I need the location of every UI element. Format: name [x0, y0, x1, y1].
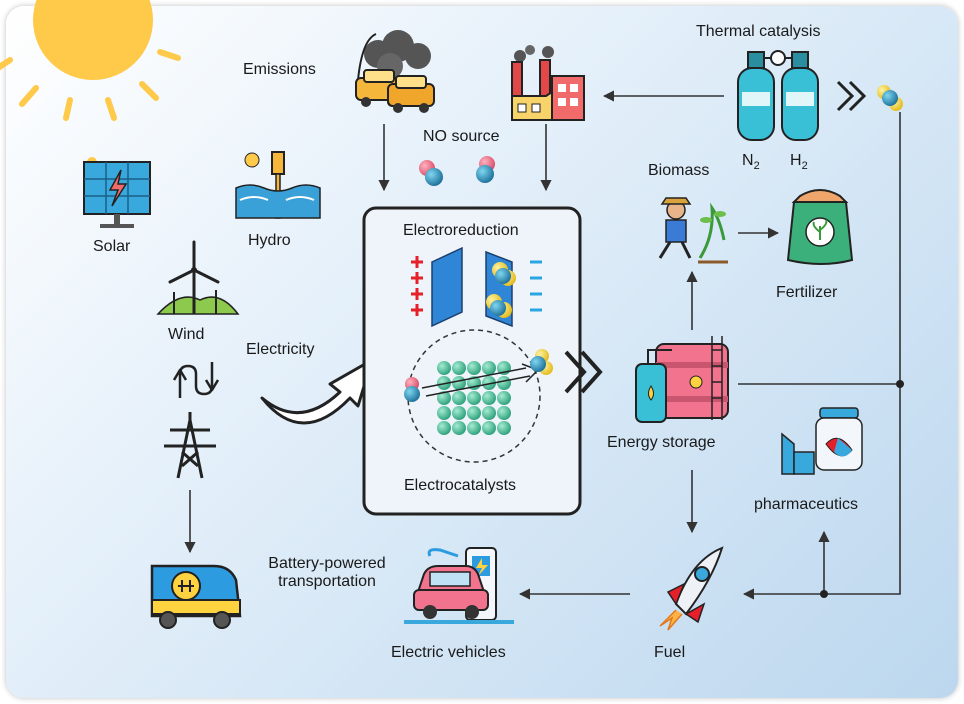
biomass-farmer-icon [658, 197, 728, 264]
catalyst-atom [452, 361, 466, 375]
catalyst-atom [497, 376, 511, 390]
gas-cylinders-icon [737, 50, 819, 141]
catalyst-atom [482, 391, 496, 405]
label-energy-storage: Energy storage [607, 434, 716, 451]
factory-icon [511, 45, 585, 121]
label-wind: Wind [168, 326, 205, 343]
fertilizer-sack-icon [786, 189, 854, 265]
catalyst-atom [452, 376, 466, 390]
label-electric-vehicles: Electric vehicles [391, 644, 506, 661]
label-emissions: Emissions [243, 61, 316, 78]
h2-subscript: 2 [801, 160, 808, 173]
catalyst-atom [467, 421, 481, 435]
junction-dot [896, 380, 904, 388]
catalyst-atom [467, 406, 481, 420]
label-hydro: Hydro [248, 232, 291, 249]
sun-icon [0, 0, 181, 121]
electric-van-icon [150, 564, 242, 629]
label-electricity: Electricity [246, 341, 315, 358]
chevron-icon [836, 80, 867, 112]
catalyst-atom [482, 406, 496, 420]
no-molecule-icon [419, 156, 495, 186]
h2-symbol: H [790, 152, 802, 169]
label-battery-powered-transportation: Battery-powered transportation [252, 555, 402, 591]
catalyst-atom [497, 391, 511, 405]
electric-car-charger-icon [404, 547, 514, 624]
catalyst-atom [437, 361, 451, 375]
car-emissions-icon [355, 30, 435, 113]
rocket-icon [659, 546, 724, 631]
catalyst-atom [437, 421, 451, 435]
electrocatalyst-particle [404, 329, 553, 463]
catalyst-atom [467, 391, 481, 405]
label-no-source: NO source [423, 128, 500, 145]
catalyst-atom [452, 421, 466, 435]
label-fuel: Fuel [654, 644, 686, 661]
pharma-bottle-icon [781, 407, 863, 475]
chevron-icon [564, 350, 603, 394]
label-electroreduction: Electroreduction [403, 222, 519, 239]
label-electrocatalysts: Electrocatalysts [404, 477, 517, 494]
label-thermal-catalysis: Thermal catalysis [696, 23, 821, 40]
catalyst-atom [482, 421, 496, 435]
catalyst-atom [452, 406, 466, 420]
label-solar: Solar [93, 238, 131, 255]
n2-subscript: 2 [753, 160, 760, 173]
label-biomass: Biomass [648, 162, 710, 179]
junction-dot [820, 590, 828, 598]
label-fertilizer: Fertilizer [776, 284, 838, 301]
catalyst-atom [437, 376, 451, 390]
catalyst-atom [437, 406, 451, 420]
electrode-plates [411, 246, 542, 328]
catalyst-atom [497, 421, 511, 435]
label-h2: H2 [790, 152, 808, 175]
label-battery-line2: transportation [278, 573, 376, 590]
energy-storage-tank-icon [635, 336, 729, 423]
catalyst-atom [437, 391, 451, 405]
label-battery-line1: Battery-powered [268, 555, 386, 572]
catalyst-atom [497, 406, 511, 420]
catalyst-atom [452, 391, 466, 405]
curved-arrow-icon [260, 358, 374, 425]
n2-symbol: N [742, 152, 754, 169]
catalyst-atom [482, 361, 496, 375]
flow-connectors [184, 90, 901, 600]
solar-panel-icon [83, 157, 151, 228]
hydro-dam-icon [235, 151, 321, 219]
catalyst-atom [467, 361, 481, 375]
label-n2: N2 [742, 152, 760, 175]
catalyst-atom [482, 376, 496, 390]
molecule-icon [877, 85, 903, 111]
power-tower-icon [164, 412, 216, 479]
wind-turbine-icon [156, 240, 240, 315]
label-pharmaceutics: pharmaceutics [754, 496, 859, 513]
bidirectional-arrows-icon [172, 362, 220, 398]
electroreduction-cell [362, 206, 582, 516]
